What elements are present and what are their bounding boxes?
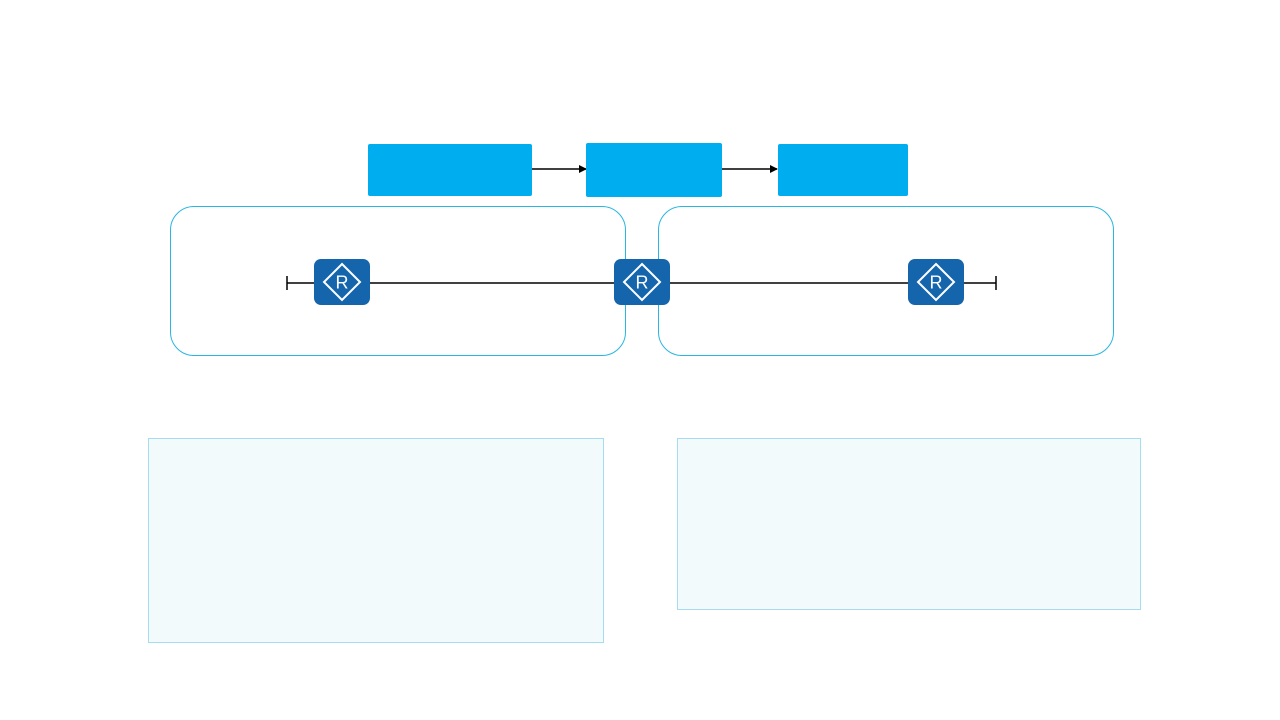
flow-box-2 <box>586 143 722 197</box>
router-2: R <box>614 259 670 305</box>
router-icon: R <box>916 262 956 302</box>
router-3: R <box>908 259 964 305</box>
router-icon: R <box>322 262 362 302</box>
note-panel-right <box>677 438 1141 610</box>
domain-region-right <box>658 206 1114 356</box>
router-1: R <box>314 259 370 305</box>
flow-box-3 <box>778 144 908 196</box>
router-2-letter: R <box>636 273 649 293</box>
flow-box-1 <box>368 144 532 196</box>
router-3-letter: R <box>930 273 943 293</box>
domain-region-left <box>170 206 626 356</box>
router-1-letter: R <box>336 273 349 293</box>
note-panel-left <box>148 438 604 643</box>
router-icon: R <box>622 262 662 302</box>
